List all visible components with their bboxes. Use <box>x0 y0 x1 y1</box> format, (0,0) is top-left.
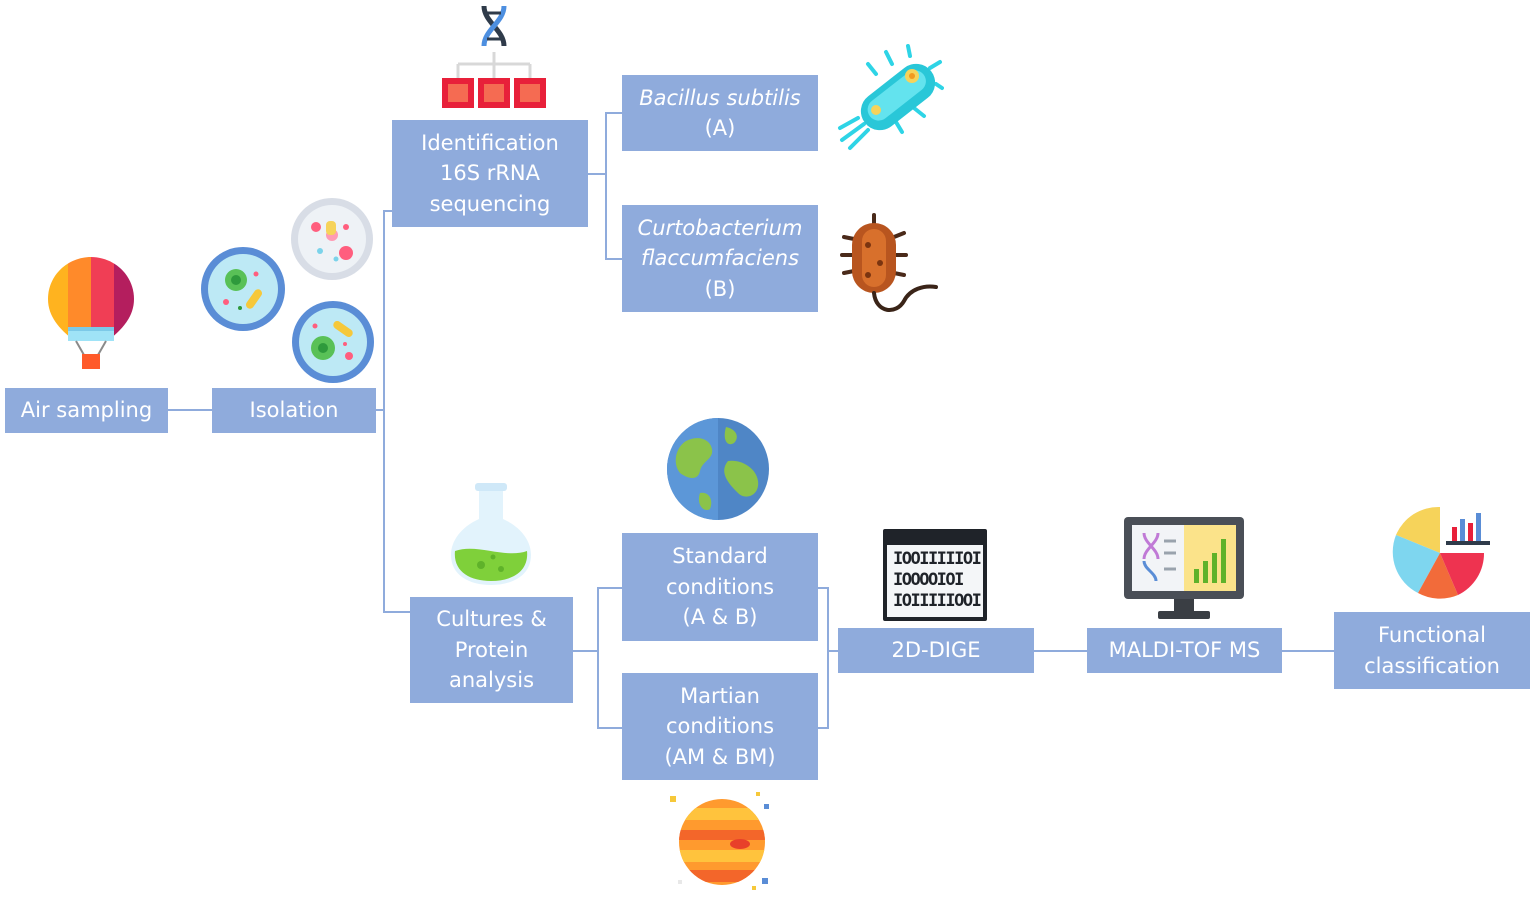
box-label: Martian conditions (AM & BM) <box>664 681 775 773</box>
box-label-line: sequencing <box>429 191 551 216</box>
box-label-line: (B) <box>704 276 736 301</box>
box-label-line: Cultures & <box>436 607 547 632</box>
box-label-line: (A) <box>704 116 736 140</box>
box-label-line: Identification <box>421 130 559 155</box>
box-label-line: conditions <box>665 574 775 599</box>
air-sampling-box: Air sampling <box>5 388 168 433</box>
box-label-line: MALDI-TOF MS <box>1108 638 1261 663</box>
flask-icon <box>451 483 531 585</box>
dna-icon <box>442 5 546 108</box>
monitor-chart-icon <box>1124 517 1244 619</box>
petri-dish-icon <box>291 198 373 280</box>
box-label: 2D-DIGE <box>891 635 980 666</box>
box-label-line: Protein <box>454 637 529 662</box>
box-label-line: flaccumfaciens <box>640 246 800 271</box>
box-label: Cultures & Protein analysis <box>436 604 546 696</box>
isolation-box: Isolation <box>212 388 376 433</box>
hot-air-balloon-icon <box>48 257 134 369</box>
box-label: Identification 16S rRNA sequencing <box>421 128 559 220</box>
binary-code-window-icon: IOOIIIIIOI IOOOOIOI IOIIIIIOOI <box>883 529 987 621</box>
identification-box: Identification 16S rRNA sequencing <box>392 120 588 227</box>
binary-row: IOOOOIOI <box>893 570 964 590</box>
box-label-line: 2D-DIGE <box>891 638 981 663</box>
box-label-line: Bacillus subtilis <box>639 85 801 110</box>
box-label-line: (AM & BM) <box>664 744 776 769</box>
binary-row: IOIIIIIOOI <box>893 591 982 611</box>
martian-conditions-box: Martian conditions (AM & BM) <box>622 673 818 780</box>
pie-chart-icon <box>1392 506 1490 599</box>
bacterium-icon <box>840 213 938 312</box>
box-label-line: conditions <box>665 714 775 739</box>
box-label-line: Curtobacterium <box>637 215 803 240</box>
box-label: MALDI-TOF MS <box>1109 635 1261 666</box>
petri-dish-icon <box>201 247 285 331</box>
box-label-line: analysis <box>448 668 535 693</box>
box-label: Curtobacterium flaccumfaciens (B) <box>638 213 803 305</box>
box-label-line: Functional <box>1377 623 1487 647</box>
binary-row: IOOIIIIIOI <box>893 549 982 569</box>
bacterium-icon <box>838 44 944 150</box>
dige-box: 2D-DIGE <box>838 628 1034 673</box>
box-label-line: 16S rRNA <box>439 161 540 186</box>
curtobacterium-box: Curtobacterium flaccumfaciens (B) <box>622 205 818 312</box>
earth-icon <box>667 418 769 520</box>
box-label: Standard conditions (A & B) <box>666 541 774 633</box>
petri-dish-icon <box>292 301 374 383</box>
bacillus-subtilis-box: Bacillus subtilis (A) <box>622 75 818 151</box>
box-label: Air sampling <box>21 395 152 426</box>
box-label-line: Standard <box>672 544 768 569</box>
box-label: Bacillus subtilis (A) <box>639 83 801 144</box>
maldi-tof-box: MALDI-TOF MS <box>1087 628 1282 673</box>
box-label-line: classification <box>1364 653 1500 678</box>
standard-conditions-box: Standard conditions (A & B) <box>622 533 818 641</box>
functional-classification-box: Functional classification <box>1334 612 1530 689</box>
box-label-line: Martian <box>680 683 760 708</box>
box-label-line: (A & B) <box>682 605 758 630</box>
box-label-line: Air sampling <box>20 398 153 423</box>
mars-planet-icon <box>670 792 769 890</box>
box-label-line: Isolation <box>249 398 339 423</box>
cultures-protein-box: Cultures & Protein analysis <box>410 597 573 703</box>
box-label: Isolation <box>250 395 339 426</box>
box-label: Functional classification <box>1364 620 1500 681</box>
